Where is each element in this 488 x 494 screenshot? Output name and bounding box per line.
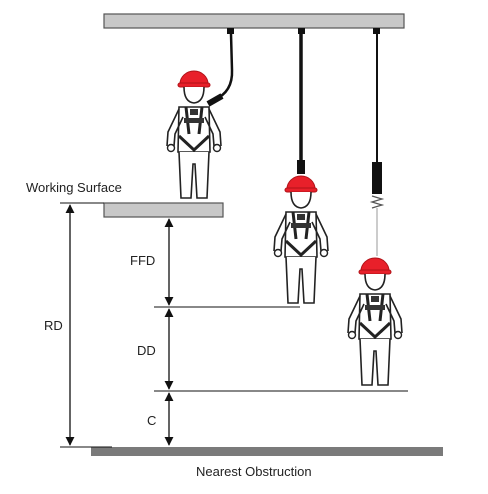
lanyard-1	[206, 28, 234, 107]
c-label: C	[147, 413, 156, 428]
worker-standing	[165, 69, 223, 200]
nearest-obstruction-bar	[91, 447, 443, 456]
lanyard-3	[369, 28, 385, 256]
worker-fully-deployed	[346, 256, 404, 387]
anchor-beam	[103, 13, 405, 29]
nearest-obstruction-label: Nearest Obstruction	[196, 464, 312, 479]
lanyard-2	[297, 28, 305, 174]
working-surface-platform	[103, 202, 224, 218]
working-surface-label: Working Surface	[26, 180, 122, 195]
rd-label: RD	[44, 318, 63, 333]
ffd-label: FFD	[130, 253, 155, 268]
worker-falling	[272, 174, 330, 305]
dd-label: DD	[137, 343, 156, 358]
